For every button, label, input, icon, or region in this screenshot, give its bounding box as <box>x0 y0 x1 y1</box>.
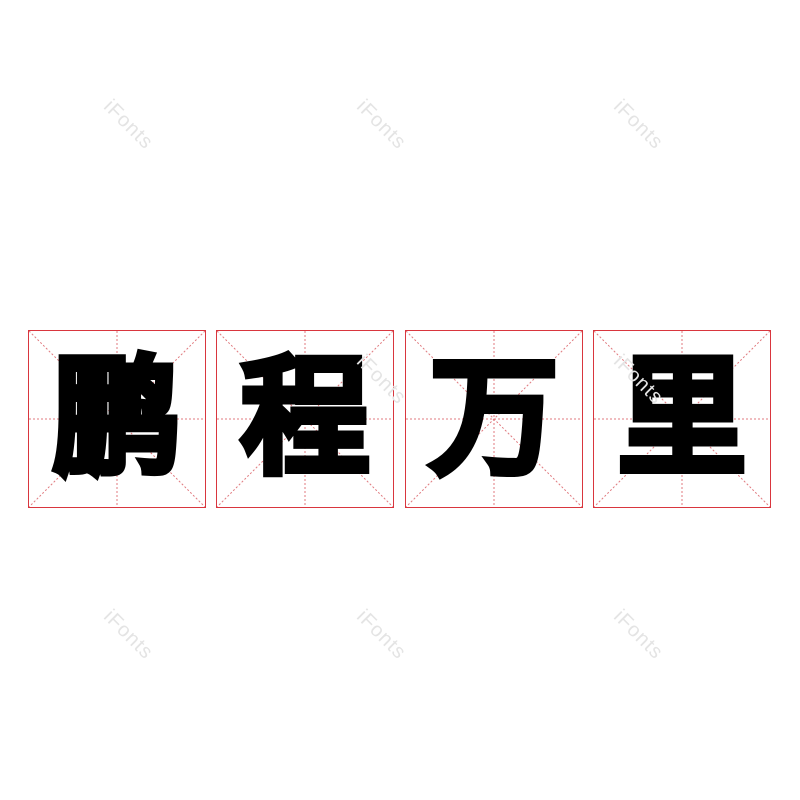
rice-grid-guides <box>406 331 582 507</box>
watermark: iFonts <box>352 95 411 154</box>
character-glyph: 鹏 <box>50 344 184 493</box>
character-cell-peng: 鹏 <box>28 330 206 508</box>
watermark: iFonts <box>609 605 668 664</box>
character-cell-cheng: 程 <box>216 330 394 508</box>
character-glyph: 程 <box>238 344 372 493</box>
character-cell-li: 里 <box>593 330 771 508</box>
character-glyph: 里 <box>615 344 749 493</box>
watermark: iFonts <box>99 605 158 664</box>
rice-grid-guides <box>594 331 770 507</box>
watermark: iFonts <box>99 95 158 154</box>
character-cell-wan: 万 <box>405 330 583 508</box>
rice-grid-guides <box>217 331 393 507</box>
rice-grid-guides <box>29 331 205 507</box>
watermark: iFonts <box>609 95 668 154</box>
watermark: iFonts <box>352 605 411 664</box>
character-glyph: 万 <box>427 344 561 493</box>
